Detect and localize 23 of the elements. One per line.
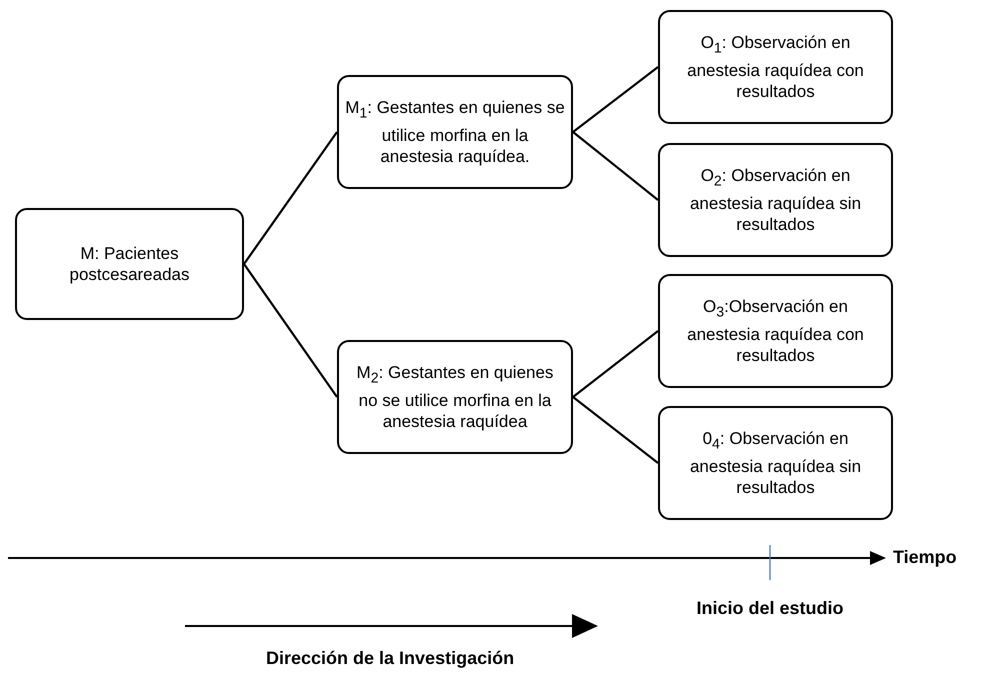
process-box [658, 10, 893, 124]
box-text: M$_{1}$: Gestantes en quienes se utilice morfina en la anestesia raquídea. [345, 97, 565, 167]
process-box [658, 143, 893, 257]
axis-label: Tiempo [893, 547, 957, 568]
caption-label: Dirección de la Investigación [266, 648, 514, 669]
process-box [337, 340, 573, 454]
box-text: M$_{2}$: Gestantes en quienes no se utilice morfina en la anestesia raquídea [356, 362, 554, 432]
box-text: O$_{2}$: Observación en anestesia raquídea sin resultados [688, 165, 862, 235]
box-text: 0$_{4}$: Observación en anestesia raquídea sin resultados [688, 428, 862, 498]
connector-line [243, 263, 338, 398]
marker-label: Inicio del estudio [696, 598, 844, 619]
box-text: O$_{1}$: Observación en anestesia raquídea con resultados [686, 32, 865, 102]
process-box [15, 208, 244, 320]
connector-line [572, 396, 659, 464]
process-box [658, 274, 893, 388]
connector-line [243, 131, 338, 265]
process-box [658, 406, 893, 520]
box-text: M: Pacientes postcesareadas [68, 243, 191, 285]
connector-line [572, 330, 659, 398]
connector-line [572, 66, 659, 133]
box-text: O$_{3}$:Observación en anestesia raquídea con resultados [686, 296, 865, 366]
process-box [337, 75, 573, 189]
connector-line [572, 131, 659, 201]
